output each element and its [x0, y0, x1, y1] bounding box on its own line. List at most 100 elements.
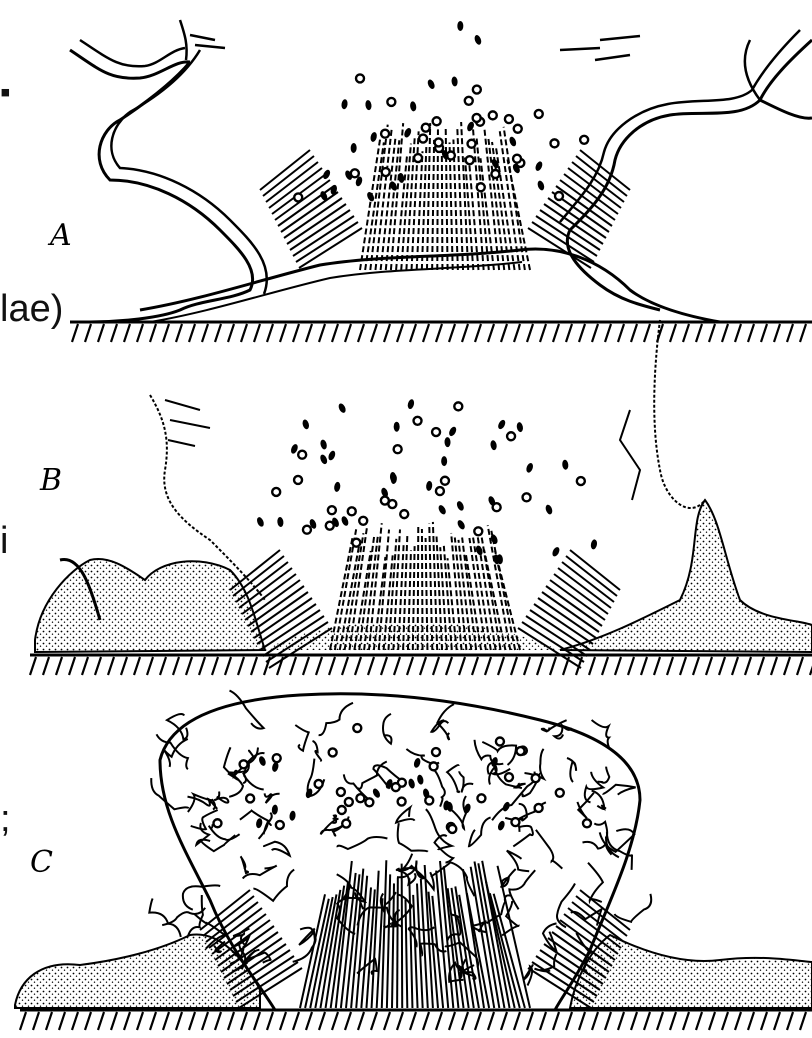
strand [450, 142, 453, 270]
hatch-tick [98, 324, 104, 342]
hatch-tick [657, 1012, 663, 1030]
fan-right [546, 586, 602, 626]
spore [489, 111, 497, 119]
debris-right-b [560, 500, 812, 652]
hatch-tick [163, 324, 169, 342]
spore-dot [365, 100, 372, 111]
hatch-tick [618, 324, 624, 342]
hatch-tick [358, 324, 364, 342]
fan-right [554, 574, 608, 614]
spore [315, 780, 323, 788]
spore-dot [351, 143, 357, 153]
fan-right [566, 556, 617, 596]
hatch-tick [706, 657, 712, 675]
spore-dot [341, 99, 348, 110]
fan-left [248, 586, 304, 626]
fan-left [293, 216, 354, 256]
spore-dot [451, 76, 458, 87]
spore [276, 821, 284, 829]
spore [432, 748, 440, 756]
hatch-tick [82, 657, 88, 675]
hatch-tick [306, 1012, 312, 1030]
hatch-tick [160, 657, 166, 675]
panel-b: B [30, 320, 812, 675]
strand [427, 123, 430, 270]
spore-dot [508, 136, 517, 148]
panel-label-a: A [47, 218, 72, 253]
spore [517, 747, 525, 755]
hatch-tick [592, 1012, 598, 1030]
spore-dot [403, 127, 413, 139]
spore-dot [551, 546, 561, 558]
hatch-tick [641, 657, 647, 675]
hatch-tick [787, 324, 793, 342]
hatch-tick [488, 324, 494, 342]
hatch-tick [72, 1012, 78, 1030]
spore [491, 170, 499, 178]
hatch-tick [407, 657, 413, 675]
spore-dot [394, 422, 400, 432]
hatch-tick [566, 1012, 572, 1030]
hatch-tick [732, 657, 738, 675]
hatch-tick [111, 1012, 117, 1030]
spore [474, 527, 482, 535]
hatch-tick [693, 657, 699, 675]
fan-left [230, 550, 280, 590]
hatch-tick [368, 657, 374, 675]
spore [454, 402, 462, 410]
hatch-tick [355, 657, 361, 675]
fan-left [260, 150, 310, 190]
hatch-tick [280, 1012, 286, 1030]
hatch-tick [267, 1012, 273, 1030]
fan-left [290, 210, 350, 250]
hatch-tick [423, 324, 429, 342]
fan-left [269, 168, 322, 208]
fan-left [278, 186, 334, 226]
spore-dot [301, 419, 310, 430]
spore [448, 825, 456, 833]
spore [294, 476, 302, 484]
spore [273, 754, 281, 762]
hatch-tick [202, 1012, 208, 1030]
strand [500, 131, 520, 270]
hatch-tick [527, 1012, 533, 1030]
hatch-tick [670, 324, 676, 342]
hatch-tick [501, 1012, 507, 1030]
spore [359, 517, 367, 525]
spore [348, 507, 356, 515]
spore [473, 86, 481, 94]
hypha-tip-left-a [180, 20, 225, 60]
strand [432, 140, 434, 270]
spore [352, 539, 360, 547]
hatch-tick [553, 1012, 559, 1030]
spore-dot [457, 21, 463, 31]
hatch-tick [345, 324, 351, 342]
strand [418, 525, 419, 650]
spore [414, 154, 422, 162]
spore [381, 130, 389, 138]
hypha-tip-left-b [165, 400, 210, 446]
spore [466, 156, 474, 164]
hatch-tick [267, 324, 273, 342]
fan-right [570, 550, 620, 590]
hatch-tick [696, 324, 702, 342]
hatch-tick [784, 657, 790, 675]
panel-c: C [15, 691, 812, 1030]
spore [303, 526, 311, 534]
hatch-tick [176, 1012, 182, 1030]
hatch-tick [514, 324, 520, 342]
hatch-tick [722, 324, 728, 342]
fan-right [548, 198, 606, 238]
spore [436, 487, 444, 495]
fan-left [254, 598, 312, 638]
hatch-tick [800, 1012, 806, 1030]
strand [422, 529, 423, 650]
hatch-tick [462, 1012, 468, 1030]
hatch-tick [293, 1012, 299, 1030]
hatch-tick [319, 1012, 325, 1030]
hatch-tick [371, 324, 377, 342]
hatch-tick [108, 657, 114, 675]
hatch-tick [306, 324, 312, 342]
substrate-hatching-b [30, 657, 812, 675]
fan-left [251, 592, 308, 632]
